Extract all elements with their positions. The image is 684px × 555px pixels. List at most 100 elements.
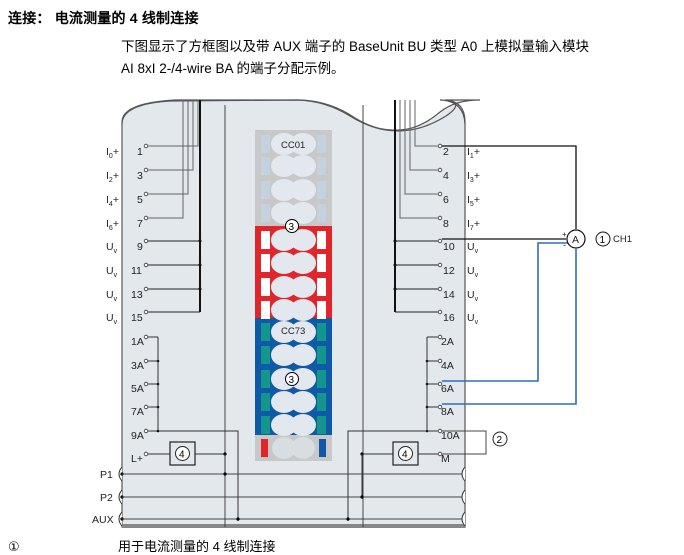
right-aux-label: 2A (441, 336, 454, 348)
callout-4-circle (175, 446, 190, 461)
contact-hole (271, 155, 297, 177)
module-bottom-edge (122, 524, 465, 528)
footnote-text: 用于电流测量的 4 线制连接 (118, 539, 276, 554)
terminal-point (437, 215, 443, 221)
contact (317, 416, 326, 434)
ammeter-icon (566, 229, 586, 249)
contact (317, 181, 326, 199)
contact-hole (272, 437, 296, 459)
internal-wire (409, 100, 438, 171)
contact-hole (290, 179, 316, 201)
contact-hole (271, 321, 297, 343)
contact (261, 135, 270, 153)
junction-dot (236, 517, 240, 521)
contact-hole (290, 229, 316, 251)
aux-to-bus-wire (158, 430, 239, 521)
contact (261, 416, 270, 434)
right-signal-label: Uv (467, 312, 479, 326)
right-aux-label: M (441, 453, 450, 465)
terminal-point (143, 451, 149, 457)
left-terminal-number: 5 (137, 194, 143, 206)
left-signal-label: I6+ (106, 218, 119, 232)
callout-2-circle (492, 431, 508, 447)
contact-hole (290, 276, 316, 298)
terminal-point (143, 167, 149, 173)
left-aux-label: 1A (131, 336, 144, 348)
left-aux-label: 7A (131, 406, 144, 418)
internal-wire (148, 100, 184, 219)
bus-connector-right (461, 489, 466, 505)
junction-dot (346, 517, 350, 521)
contact (317, 254, 326, 272)
right-signal-label: I5+ (467, 194, 480, 208)
footnote-number: ① (8, 539, 20, 554)
contact-hole (271, 133, 297, 155)
contact-hole (271, 414, 297, 436)
contact (317, 231, 326, 249)
contact-hole (271, 299, 297, 321)
contact (317, 301, 326, 319)
module-top-outline (121, 99, 466, 132)
left-terminal-number: 3 (137, 170, 143, 182)
left-aux-label: 9A (131, 430, 144, 442)
terminal-point (143, 428, 149, 434)
right-terminal-number: 6 (443, 194, 449, 206)
terminal-point (143, 358, 149, 364)
internal-wire (414, 100, 438, 147)
right-terminal-number: 12 (443, 265, 455, 277)
channel-label: CH1 (613, 234, 632, 245)
terminal-point (437, 334, 443, 340)
external-wire-6a (442, 242, 568, 382)
contact (261, 278, 270, 296)
terminal-point (143, 309, 149, 315)
right-signal-label: Uv (467, 241, 479, 255)
junction-dot (223, 472, 227, 476)
terminal-point (437, 309, 443, 315)
contact (317, 393, 326, 411)
terminal-point (437, 358, 443, 364)
contact-hole (291, 437, 315, 459)
left-aux-label: 3A (131, 360, 144, 372)
contact (261, 254, 270, 272)
contact (317, 370, 326, 388)
contact-hole (271, 202, 297, 224)
contact (317, 157, 326, 175)
left-terminal-number: 15 (131, 312, 143, 324)
callout-3-circle (285, 219, 299, 233)
left-terminal-number: 1 (137, 146, 143, 158)
internal-wire (399, 100, 438, 219)
contact-hole (290, 321, 316, 343)
contact (261, 370, 270, 388)
ammeter-label: A (572, 234, 579, 246)
contact-hole (271, 344, 297, 366)
contact-hole (290, 368, 316, 390)
callout-3-circle (285, 372, 299, 386)
terminal-point (143, 191, 149, 197)
bus-label: P2 (100, 492, 113, 504)
right-aux-label: 6A (441, 383, 454, 395)
terminal-point (437, 451, 443, 457)
left-signal-label: Uv (106, 289, 118, 303)
contact-hole (271, 179, 297, 201)
callout-4-circle (398, 446, 413, 461)
left-terminal-number: 13 (131, 289, 143, 301)
terminal-point (437, 191, 443, 197)
contact-hole (290, 299, 316, 321)
callout-1-label: 1 (600, 235, 606, 246)
bus-connector-right (461, 466, 466, 482)
internal-wire (148, 100, 199, 147)
contact (261, 231, 270, 249)
contact (261, 346, 270, 364)
left-signal-label: I0+ (106, 146, 119, 160)
left-terminal-number: 9 (137, 241, 143, 253)
left-signal-label: I2+ (106, 170, 119, 184)
right-signal-label: Uv (467, 265, 479, 279)
terminal-point (143, 334, 149, 340)
red-marker (261, 439, 268, 457)
cc01-label: CC01 (281, 140, 305, 151)
contact (317, 135, 326, 153)
terminal-point (143, 215, 149, 221)
contact (261, 204, 270, 222)
right-signal-label: I1+ (467, 146, 480, 160)
